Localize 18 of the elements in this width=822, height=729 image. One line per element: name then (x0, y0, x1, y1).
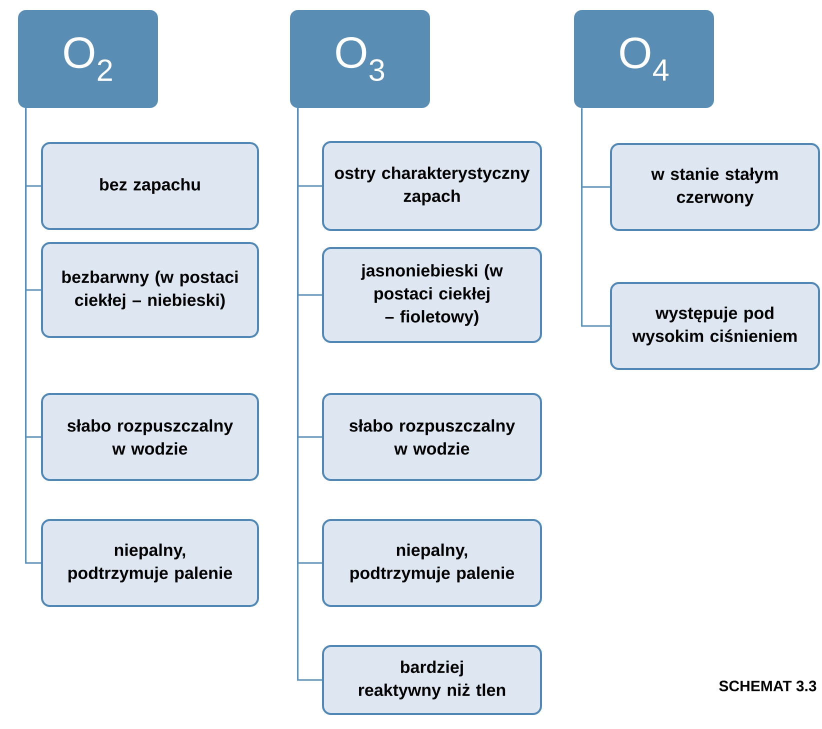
property-box: słabo rozpuszczalny w wodzie (322, 393, 542, 481)
property-box: niepalny, podtrzymuje palenie (41, 519, 259, 607)
property-box: w stanie stałym czerwony (610, 143, 820, 231)
header-box: O$_{4}$ (574, 10, 714, 108)
caption-label: SCHEMAT 3.3 (719, 680, 816, 692)
property-box: ostry charakterystyczny zapach (322, 141, 542, 231)
property-box: bezbarwny (w postaci ciekłej – niebieski) (41, 242, 259, 338)
connector-line (297, 108, 322, 681)
property-box: występuje pod wysokim ciśnieniem (610, 282, 820, 370)
property-box: bardziej reaktywny niż tlen (322, 645, 542, 715)
connector-line (581, 108, 610, 327)
header-box: O$_{3}$ (290, 10, 430, 108)
property-box: bez zapachu (41, 142, 259, 230)
property-box: słabo rozpuszczalny w wodzie (41, 393, 259, 481)
header-box: O$_{2}$ (18, 10, 158, 108)
property-box: niepalny, podtrzymuje palenie (322, 519, 542, 607)
property-box: jasnoniebieski (w postaci ciekłej – fioletowy) (322, 247, 542, 343)
connector-line (25, 108, 41, 564)
